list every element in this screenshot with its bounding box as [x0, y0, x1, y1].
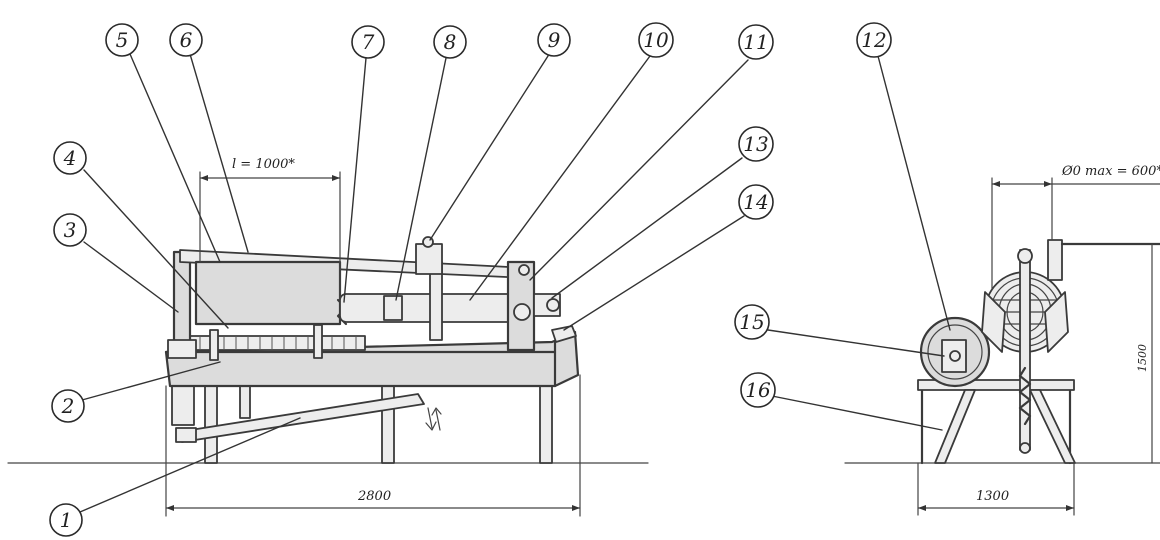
leader-lines	[79, 53, 951, 513]
left-column-base	[167, 339, 197, 359]
callout-16: 16	[740, 372, 776, 408]
callout-3: 3	[53, 213, 87, 247]
leader-5	[129, 53, 221, 263]
shaft-collar	[383, 295, 403, 321]
side-view	[164, 236, 580, 464]
dimension-max-diameter: Ø0 max = 600*	[1061, 164, 1160, 179]
leader-9	[429, 55, 549, 241]
callout-label: 2	[61, 394, 75, 418]
leader-14	[563, 215, 745, 331]
side-view-dimensions: l = 1000* 2800	[165, 157, 581, 517]
callout-6: 6	[169, 23, 203, 57]
callout-14: 14	[738, 184, 774, 220]
leg-middle	[381, 379, 395, 464]
spindle-bottom-nut	[1019, 442, 1031, 454]
callout-11: 11	[738, 24, 774, 60]
callout-7: 7	[351, 25, 385, 59]
motion-arrow-down	[427, 407, 433, 429]
upper-bracket	[1047, 239, 1063, 281]
callout-2: 2	[51, 389, 85, 423]
leader-3	[83, 241, 179, 313]
motion-arrowhead-down	[425, 421, 437, 431]
leg-front-left	[204, 379, 218, 464]
callout-label: 11	[743, 30, 768, 54]
right-head-pivot	[518, 264, 530, 276]
callout-label: 13	[743, 132, 768, 156]
callout-label: 12	[861, 28, 886, 52]
stand-leg-left	[934, 389, 976, 464]
callout-12: 12	[856, 22, 892, 58]
callout-10: 10	[638, 22, 674, 58]
spindle-top-nut	[1017, 248, 1033, 264]
shaft-cylinder	[339, 293, 519, 323]
callout-1: 1	[49, 503, 83, 537]
stand-leg-right	[1029, 389, 1076, 464]
dimension-overall-length: 2800	[357, 489, 391, 504]
table-body	[164, 330, 580, 388]
dimension-working-length: l = 1000*	[232, 157, 295, 172]
leader-4	[83, 169, 229, 329]
jaw-right	[1044, 291, 1069, 353]
callout-4: 4	[53, 141, 87, 175]
guard-plate	[194, 260, 342, 326]
callout-label: 4	[63, 146, 77, 170]
callout-label: 9	[548, 28, 561, 52]
pedal-end	[175, 427, 197, 443]
callout-label: 6	[180, 28, 193, 52]
callout-label: 1	[60, 508, 73, 532]
leg-right	[539, 379, 553, 464]
leader-12	[877, 55, 951, 331]
clamp-post-1	[209, 329, 219, 361]
leader-2	[81, 361, 221, 401]
pulley-rim	[927, 324, 983, 380]
callout-label: 15	[739, 310, 764, 334]
jaw-left	[981, 291, 1006, 353]
pulley-hub	[949, 350, 961, 362]
leader-16	[771, 395, 943, 431]
stand-top	[917, 379, 1075, 391]
leader-10	[469, 55, 651, 301]
callout-label: 14	[743, 190, 768, 214]
callout-label: 10	[643, 28, 669, 52]
motor-shaft	[546, 298, 560, 312]
callout-8: 8	[433, 25, 467, 59]
dimension-height: 1500	[1136, 344, 1149, 372]
callout-label: 3	[64, 218, 77, 242]
clamp-post-2	[313, 324, 323, 359]
dimension-overall-width: 1300	[976, 489, 1009, 504]
end-view	[917, 239, 1160, 465]
spindle-thread	[1018, 366, 1032, 426]
post-handle-box	[415, 243, 443, 275]
leader-11	[529, 59, 749, 281]
callout-15: 15	[734, 304, 770, 340]
right-head-wheel	[513, 303, 531, 321]
leader-13	[551, 157, 743, 299]
leader-6	[189, 53, 249, 253]
callout-9: 9	[537, 23, 571, 57]
leader-7	[343, 57, 367, 303]
end-stop	[551, 325, 577, 343]
callout-label: 8	[444, 30, 457, 54]
leader-15	[767, 329, 945, 357]
callout-label: 5	[116, 28, 129, 52]
callout-label: 16	[745, 378, 771, 402]
leader-8	[395, 57, 447, 301]
end-view-dimensions: Ø0 max = 600* 1300 1500	[917, 164, 1160, 516]
motion-arrowhead-up	[431, 407, 442, 416]
left-column	[172, 250, 192, 354]
callout-5: 5	[105, 23, 139, 57]
callout-13: 13	[738, 126, 774, 162]
motion-arrow-up	[435, 409, 441, 431]
leader-1	[79, 417, 301, 513]
callout-label: 7	[362, 30, 375, 54]
